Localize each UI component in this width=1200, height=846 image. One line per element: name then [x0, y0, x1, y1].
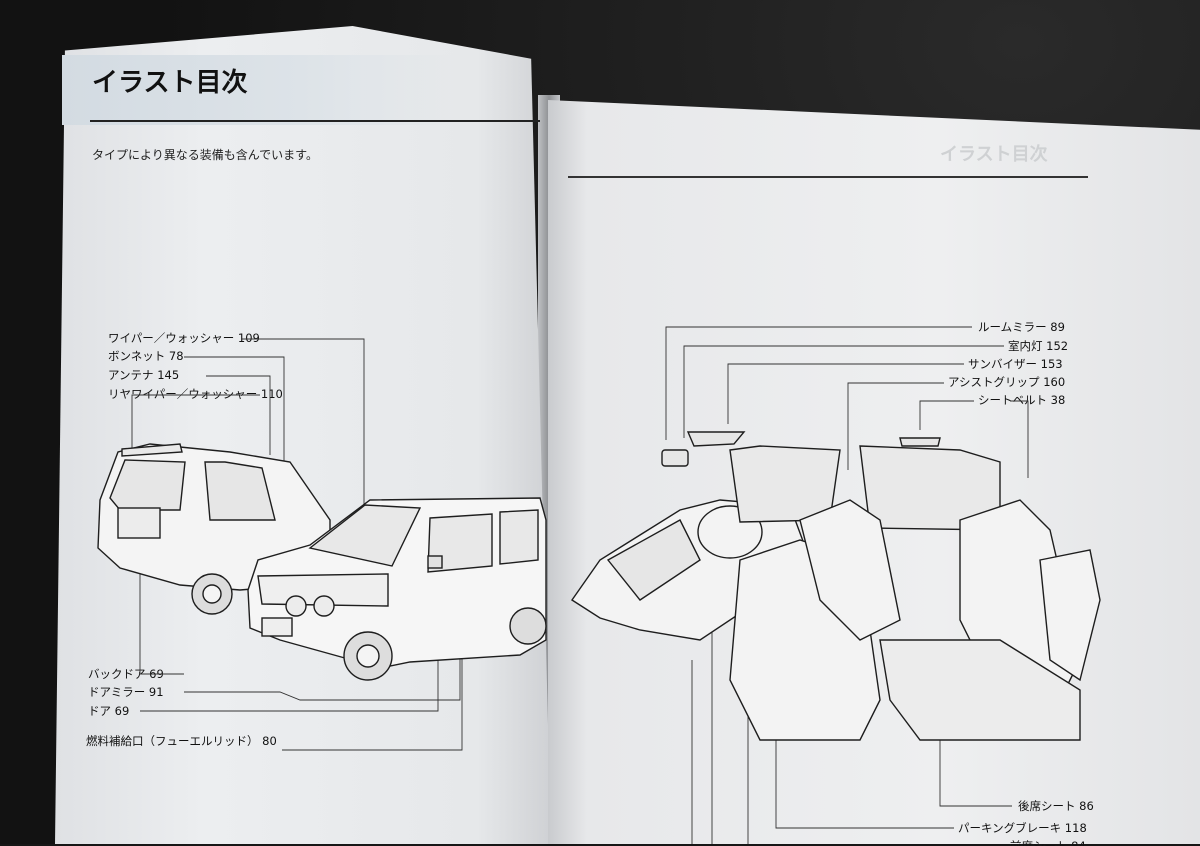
label-back-door: バックドア 69 — [88, 667, 164, 681]
right-page-rule — [568, 176, 1088, 178]
label-door-mirror: ドアミラー 91 — [88, 685, 164, 699]
front-car-illustration — [247, 497, 547, 681]
title-band — [62, 55, 462, 125]
label-antenna: アンテナ 145 — [108, 368, 180, 382]
right-page-ghost-title: イラスト目次 — [940, 144, 1048, 165]
label-bonnet: ボンネット 78 — [108, 349, 184, 363]
label-front-seat: 前席シート 84 — [1010, 839, 1086, 846]
right-leader-lines — [665, 326, 1029, 844]
label-room-lamp: 室内灯 152 — [1008, 339, 1069, 353]
left-page — [55, 26, 551, 844]
label-seat-belt: シートベルト 38 — [978, 393, 1066, 407]
equipment-note: タイプにより異なる装備も含んでいます。 — [92, 148, 318, 162]
label-rear-seat: 後席シート 86 — [1018, 799, 1094, 813]
label-fuel-lid: 燃料補給口（フューエルリッド） 80 — [86, 734, 277, 748]
label-sun-visor: サンバイザー 153 — [968, 357, 1063, 371]
label-rear-wiper: リヤワイパー／ウォッシャー 110 — [108, 387, 283, 401]
page-title: イラスト目次 — [92, 68, 248, 98]
label-door: ドア 69 — [88, 704, 130, 718]
interior-illustration — [571, 431, 1101, 741]
label-assist-grip: アシストグリップ 160 — [948, 375, 1066, 389]
title-rule — [90, 120, 540, 122]
label-parking-brake: パーキングブレーキ 118 — [958, 821, 1087, 835]
label-room-mirror: ルームミラー 89 — [978, 320, 1065, 334]
rear-car-illustration — [97, 443, 331, 615]
label-wiper: ワイパー／ウォッシャー 109 — [108, 331, 260, 345]
